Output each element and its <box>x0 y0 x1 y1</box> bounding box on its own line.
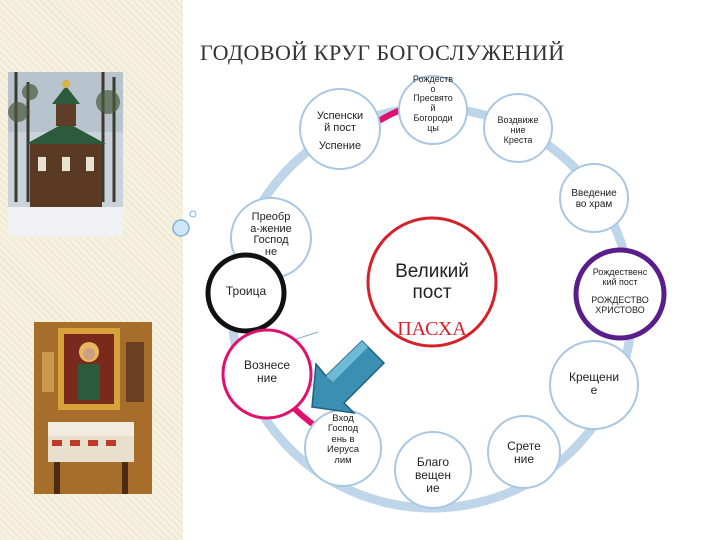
label-kreshchenie: Крещени е <box>556 371 632 397</box>
label-rozhdestvensky-post: Рождественс кий пост <box>578 268 662 288</box>
direction-arrow <box>312 341 384 413</box>
label-uspensky-post: Успенски й пост <box>302 110 378 134</box>
label-rozhdestvo-khristovo: РОЖДЕСТВО ХРИСТОВО <box>578 296 662 316</box>
label-vozneseniye: Вознесе ние <box>229 359 305 385</box>
label-blagoveshchenie: Благо вещен ие <box>401 456 465 496</box>
label-uspenie: Успение <box>302 140 378 152</box>
label-veliky-post: Великий пост <box>372 262 492 304</box>
decor-bubble-small <box>190 211 196 217</box>
label-paskha: ПАСХА <box>372 318 492 340</box>
label-vkhod: Вход Господ ень в Иеруса лим <box>311 414 375 466</box>
label-vvedenie: Введение во храм <box>561 188 627 210</box>
node-rozhdestvo-khristovo <box>576 250 664 338</box>
label-rozhdestvo-bogoroditsy: Рождеств о Пресвято й Богороди цы <box>403 75 463 133</box>
label-troitsa: Троица <box>206 285 286 298</box>
decor-bubble-large <box>173 220 189 236</box>
label-sretenie: Срете ние <box>492 440 556 466</box>
label-preobrazhenie: Преобр а-жение Господ не <box>236 212 306 258</box>
label-vozdvizhenie: Воздвиже ние Креста <box>486 116 550 146</box>
